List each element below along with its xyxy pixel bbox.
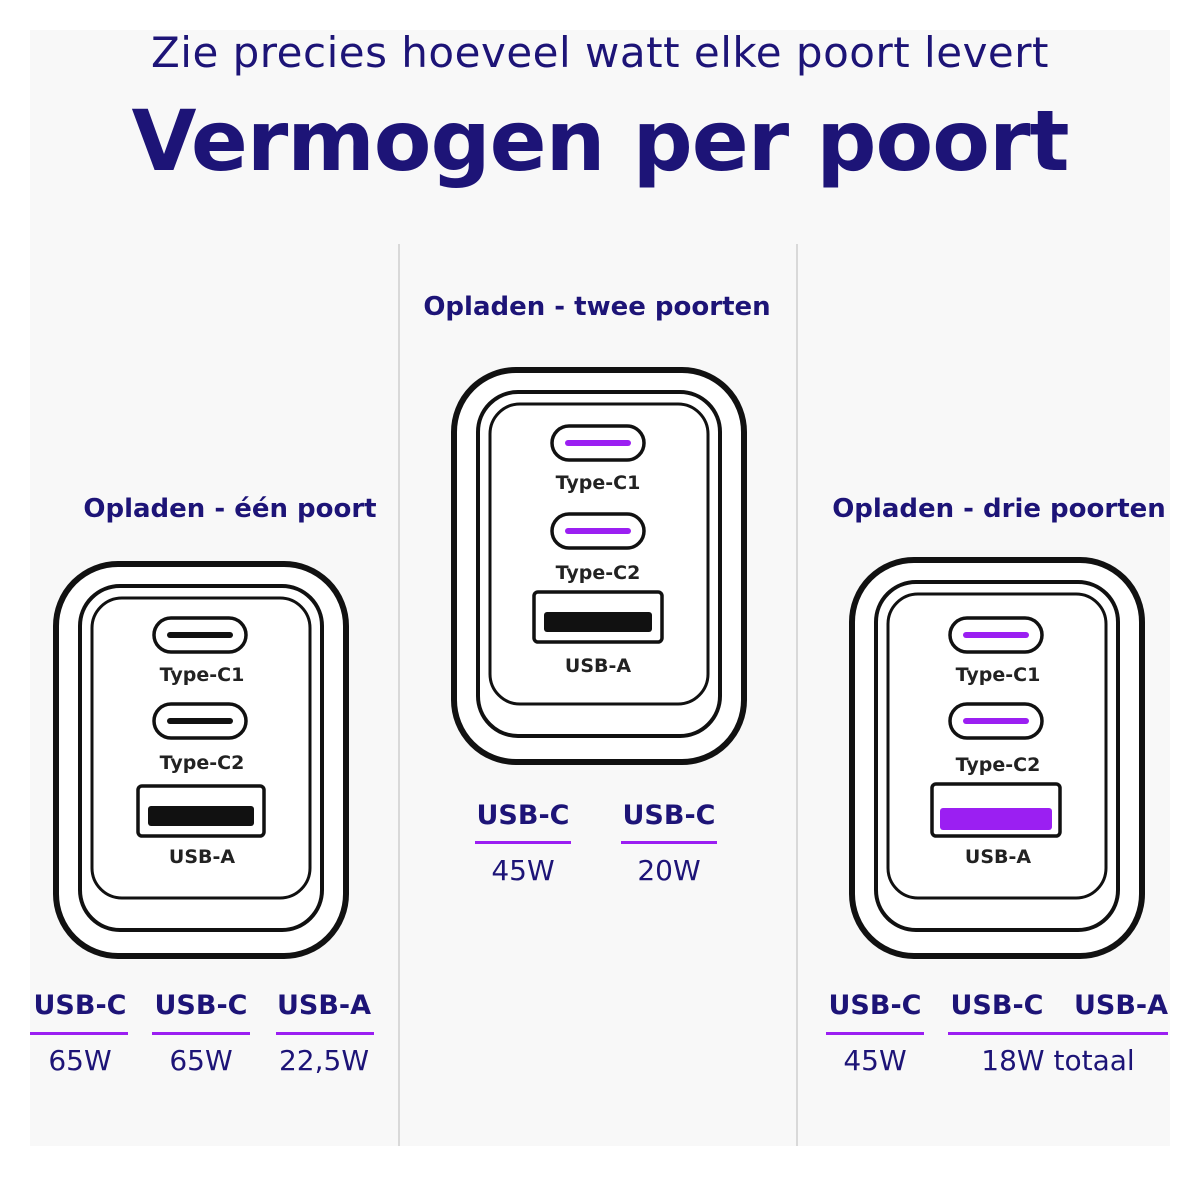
- port-label-usb-a: USB-A: [168, 846, 236, 868]
- port-label-type-c2: Type-C2: [555, 562, 641, 584]
- output-underline: [30, 1032, 128, 1035]
- column-divider-right: [796, 244, 798, 1146]
- output-wattage: 65W: [169, 1044, 233, 1077]
- page-subtitle: Zie precies hoeveel watt elke poort leve…: [151, 28, 1049, 77]
- charger-one-port-illustration: [53, 561, 349, 959]
- charger-inner-bezel: [874, 580, 1120, 932]
- charger-face: [90, 596, 312, 900]
- output-underline: [621, 841, 717, 844]
- port-label-usb-a: USB-A: [564, 655, 632, 677]
- output-port-name: USB-C: [154, 990, 248, 1021]
- charger-inner-bezel: [476, 390, 722, 738]
- output-underline: [826, 1032, 924, 1035]
- output-underline: [475, 841, 571, 844]
- column-title-two-ports: Opladen - twee poorten: [423, 292, 771, 322]
- port-label-type-c2: Type-C2: [955, 754, 1041, 776]
- combined-output-wattage: 18W totaal: [981, 1044, 1135, 1077]
- output-port-name: USB-A: [1073, 990, 1169, 1021]
- port-label-usb-a: USB-A: [964, 846, 1032, 868]
- output-wattage: 45W: [491, 854, 555, 887]
- usb-a-slot: [148, 806, 254, 826]
- output-port-name: USB-C: [828, 990, 922, 1021]
- charger-two-ports-illustration: [451, 367, 747, 765]
- output-wattage: 65W: [48, 1044, 112, 1077]
- port-label-type-c1: Type-C1: [555, 472, 641, 494]
- charger-outer-shell: [53, 561, 349, 959]
- port-label-type-c2: Type-C2: [159, 752, 245, 774]
- output-port-name: USB-A: [276, 990, 372, 1021]
- output-underline: [276, 1032, 374, 1035]
- port-label-type-c1: Type-C1: [955, 664, 1041, 686]
- output-port-name: USB-C: [622, 800, 716, 831]
- usb-a-slot: [544, 612, 652, 632]
- charger-three-ports-illustration: [849, 557, 1145, 959]
- page-title: Vermogen per poort: [131, 92, 1069, 190]
- output-wattage: 22,5W: [278, 1044, 370, 1077]
- output-port-name: USB-C: [476, 800, 570, 831]
- output-port-name: USB-C: [950, 990, 1044, 1021]
- output-wattage: 20W: [637, 854, 701, 887]
- output-port-name: USB-C: [33, 990, 127, 1021]
- usb-a-slot: [940, 808, 1052, 830]
- output-underline-combined: [948, 1032, 1168, 1035]
- column-divider-left: [398, 244, 400, 1146]
- port-label-type-c1: Type-C1: [159, 664, 245, 686]
- charger-face: [886, 592, 1108, 900]
- charger-outer-shell: [849, 557, 1145, 959]
- charger-face: [488, 402, 710, 706]
- charger-inner-bezel: [78, 584, 324, 932]
- output-wattage: 45W: [843, 1044, 907, 1077]
- output-underline: [152, 1032, 250, 1035]
- charger-outer-shell: [451, 367, 747, 765]
- column-title-three-ports: Opladen - drie poorten: [832, 494, 1166, 524]
- column-title-one-port: Opladen - één poort: [83, 494, 377, 524]
